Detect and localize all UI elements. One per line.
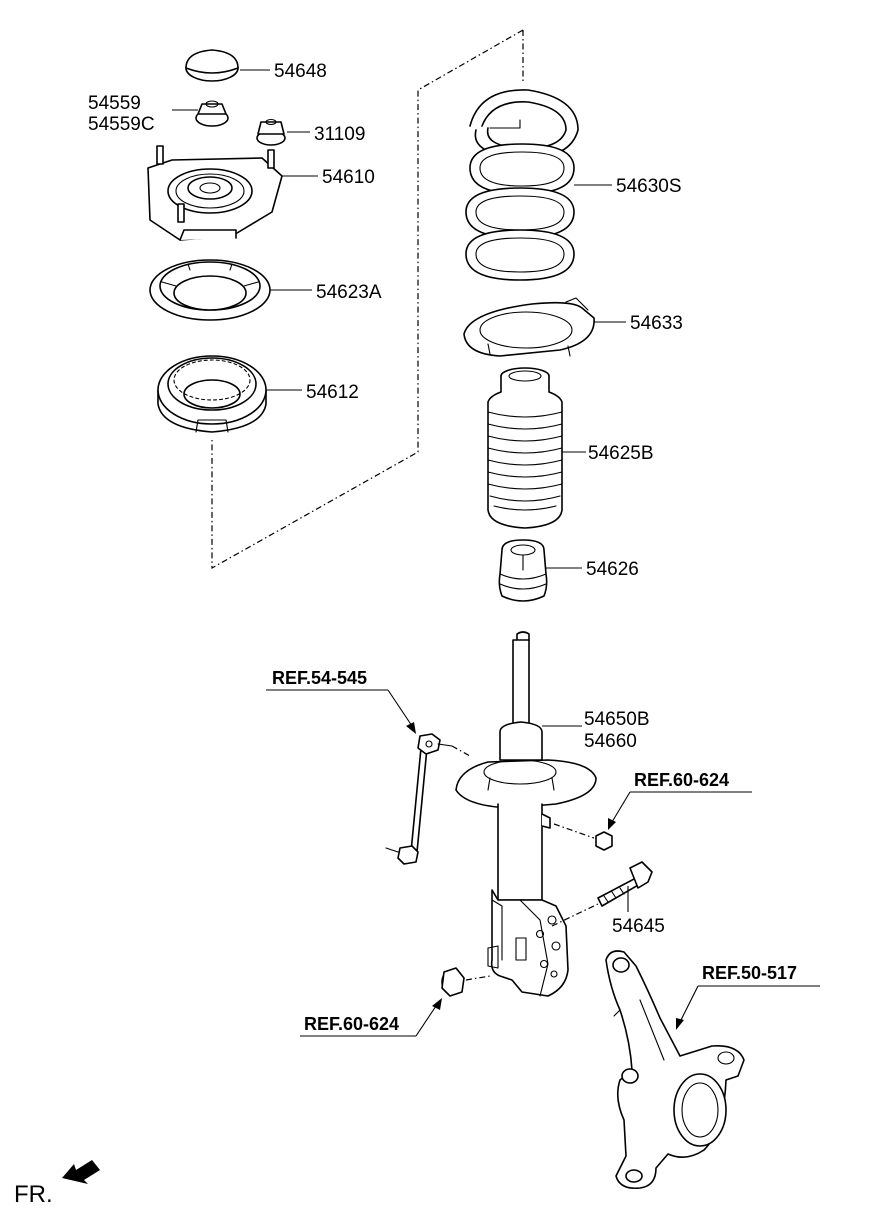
flange-nut-54559: [195, 100, 229, 127]
label-54633: 54633: [630, 313, 683, 334]
label-54630s: 54630S: [616, 176, 682, 197]
bolt-54645: [597, 861, 653, 907]
label-54612: 54612: [306, 382, 359, 403]
front-orientation-indicator: FR.: [14, 1160, 100, 1208]
ref-stabilizer-link[interactable]: REF.54-545: [266, 668, 416, 734]
nut-upper: [595, 831, 613, 851]
ref-knuckle[interactable]: REF.50-517: [676, 963, 820, 1030]
label-54626: 54626: [586, 559, 639, 580]
coil-spring-54630s: [465, 89, 579, 281]
strut-assembly-54650b: [455, 631, 597, 997]
dust-cap-54648: [185, 49, 239, 82]
label-54660: 54660: [584, 731, 637, 752]
spring-pad-54633: [463, 297, 595, 357]
steering-knuckle: [605, 950, 745, 1190]
label-54559c: 54559C: [88, 114, 155, 135]
strut-bearing-54612: [157, 355, 267, 433]
ref-label-54-545: REF.54-545: [272, 668, 367, 688]
ref-nut-lower[interactable]: REF.60-624: [300, 998, 442, 1037]
label-54623a: 54623A: [316, 282, 382, 303]
bump-stopper-54626: [498, 539, 548, 602]
assembly-boundary: [211, 29, 524, 570]
label-31109: 31109: [314, 124, 365, 145]
nut-lower: [441, 967, 465, 997]
label-54648: 54648: [274, 61, 327, 82]
fr-label: FR.: [14, 1181, 53, 1208]
ref-label-50-517: REF.50-517: [702, 963, 797, 983]
strut-mount-insulator-54610: [147, 145, 283, 241]
label-54645: 54645: [612, 916, 665, 937]
label-54650b: 54650B: [584, 709, 650, 730]
ref-nut-upper[interactable]: REF.60-624: [608, 770, 752, 830]
label-54625b: 54625B: [588, 443, 654, 464]
label-54610: 54610: [322, 167, 375, 188]
nut-31109: [256, 118, 286, 146]
stabilizer-link: [385, 733, 453, 865]
label-54559: 54559: [88, 93, 141, 114]
ref-label-60-624-lower: REF.60-624: [304, 1014, 399, 1034]
ref-label-60-624-upper: REF.60-624: [634, 770, 729, 790]
dust-boot-54625b: [487, 367, 563, 529]
upper-spring-seat-54623a: [149, 259, 271, 321]
front-arrow-icon: [62, 1160, 100, 1184]
